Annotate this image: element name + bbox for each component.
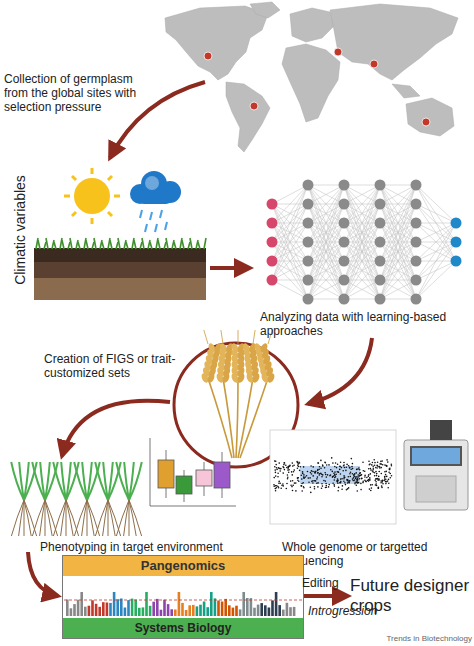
plants-roots bbox=[11, 462, 142, 536]
neural-network bbox=[267, 180, 462, 305]
text-label: Whole genome or targetted sequencing bbox=[282, 540, 472, 568]
sequencer bbox=[404, 420, 468, 510]
sun-icon bbox=[64, 168, 120, 224]
footer-band: Systems Biology bbox=[63, 618, 303, 638]
boxplot bbox=[150, 438, 236, 506]
edge-label: Editing bbox=[302, 576, 362, 590]
text-label: Collection of germplasm from the global … bbox=[4, 72, 146, 114]
header-band: Pangenomics bbox=[63, 556, 303, 576]
text-label: Climatic variables bbox=[12, 160, 28, 300]
text-label: Trends in Biotechnology bbox=[376, 634, 472, 644]
site-markers bbox=[204, 48, 430, 126]
text-label: Analyzing data with learning-based appro… bbox=[260, 310, 460, 338]
outcome-text: Future designer crops bbox=[350, 576, 472, 616]
world-map bbox=[165, 2, 458, 152]
rain-cloud bbox=[130, 171, 181, 232]
sequence-plot bbox=[270, 430, 396, 524]
results-panel: PangenomicsSystems Biology bbox=[62, 555, 304, 639]
text-label: Phenotyping in target environment bbox=[40, 540, 250, 554]
soil-profile bbox=[34, 238, 206, 300]
association-plot bbox=[64, 592, 302, 616]
node-text: Future designer crops bbox=[350, 576, 472, 616]
flow-arrow bbox=[304, 594, 348, 598]
wheat-icon bbox=[200, 330, 276, 458]
text-label: Creation of FIGS or trait-customized set… bbox=[44, 352, 224, 380]
